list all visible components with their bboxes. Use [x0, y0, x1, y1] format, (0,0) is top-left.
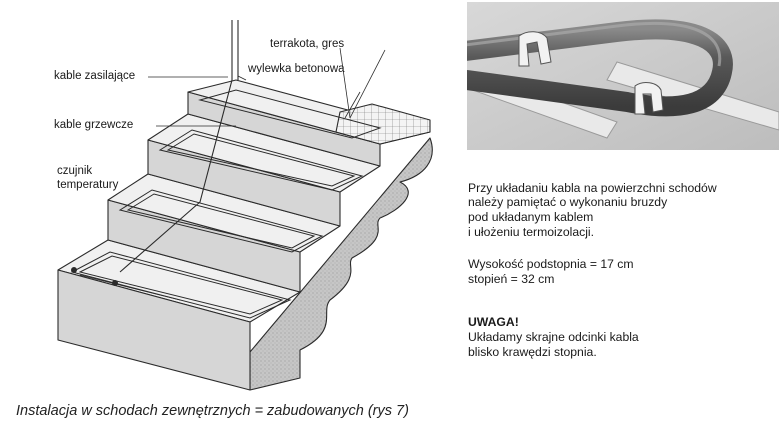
cable-loop-3 — [158, 129, 364, 191]
temperature-sensor — [71, 267, 181, 301]
label-kable-grzewcze: kable grzewcze — [54, 119, 134, 131]
warning-line-2: blisko krawędzi stopnia. — [468, 345, 597, 359]
figure-caption: Instalacja w schodach zewnętrznych = zab… — [16, 403, 409, 419]
supply-cables — [119, 20, 239, 273]
warning-line-1: Układamy skrajne odcinki kabla — [468, 330, 639, 344]
tread-depth: stopień = 32 cm — [468, 272, 555, 286]
instruction-line-2: należy pamiętać o wykonaniu bruzdy — [468, 195, 668, 209]
cable-loop-2 — [118, 189, 324, 253]
label-czujnik: czujnik — [57, 165, 93, 177]
cable-photo — [467, 2, 779, 150]
riser-height: Wysokość podstopnia = 17 cm — [468, 257, 634, 271]
label-terrakota: terrakota, gres — [270, 38, 345, 50]
cable-loop-1-inner — [78, 255, 284, 315]
instruction-line-4: i ułożeniu termoizolacji. — [468, 225, 594, 239]
cable-loop-4 — [198, 89, 382, 139]
label-wylewka: wylewka betonowa — [248, 63, 345, 75]
label-temperatury: temperatury — [57, 179, 119, 191]
stairs-diagram — [57, 20, 433, 391]
heating-cables — [70, 89, 382, 319]
warning-title: UWAGA! — [468, 315, 519, 329]
instruction-line-1: Przy układaniu kabla na powierzchni scho… — [468, 181, 717, 195]
cable-loop-3-inner — [166, 133, 356, 187]
step-1-front — [57, 269, 251, 391]
stair-side-wall — [249, 137, 433, 391]
cable-loop-2-inner — [126, 193, 316, 249]
cable-clip — [518, 31, 664, 115]
cable-loop-1 — [70, 251, 292, 319]
instruction-line-3: pod układanym kablem — [468, 210, 594, 224]
leader-lines — [148, 47, 386, 127]
heating-cable — [467, 19, 733, 117]
label-kable-zasilajace: kable zasilające — [54, 70, 136, 82]
tile-surface — [335, 103, 431, 145]
